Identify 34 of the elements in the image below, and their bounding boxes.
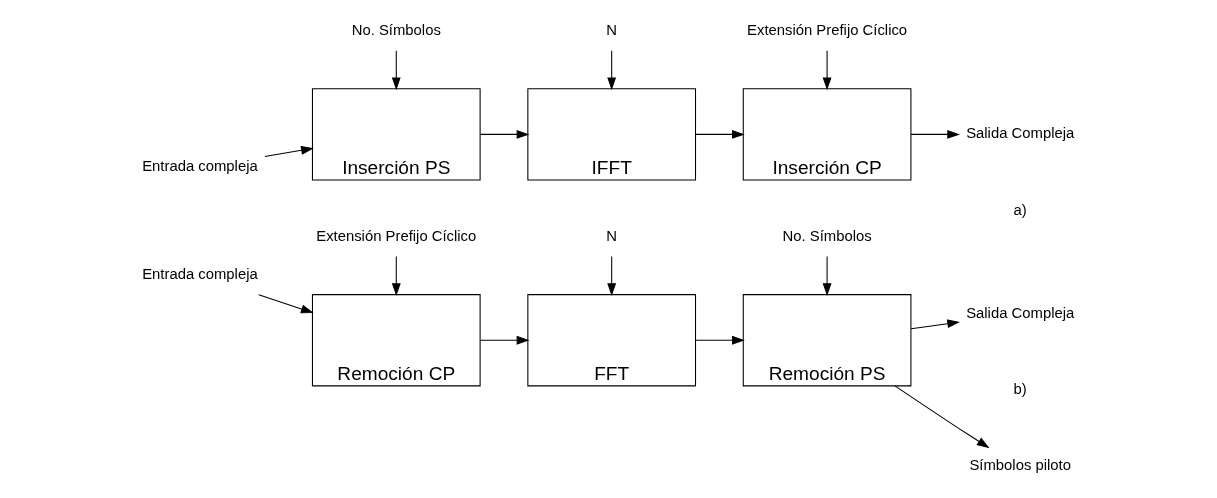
node-text: N: [606, 228, 618, 245]
node-text: Extensión Prefijo Cíclico: [316, 228, 477, 245]
arrow: [391, 256, 401, 297]
arrow: [695, 129, 745, 139]
arrow: [479, 129, 530, 139]
node-text: No. Símbolos: [351, 22, 441, 39]
node-text: N: [606, 22, 618, 39]
arrow: [910, 129, 961, 139]
arrow: [264, 145, 314, 157]
arrow: [910, 319, 960, 330]
node-text: Salida Compleja: [966, 125, 1075, 142]
arrow: [479, 335, 530, 345]
node-text: Símbolos piloto: [969, 457, 1071, 474]
node-box: Remoción CP: [311, 294, 481, 387]
node-text: Entrada compleja: [142, 158, 258, 175]
arrow: [607, 256, 617, 297]
node-box: Inserción CP: [742, 88, 912, 181]
node-box: Inserción PS: [311, 88, 481, 181]
node-box: Remoción PS: [742, 294, 912, 387]
node-box: IFFT: [527, 88, 697, 181]
label: b): [1013, 381, 1027, 398]
label: a): [1013, 201, 1027, 218]
arrow: [822, 50, 832, 91]
node-text: Salida Compleja: [966, 304, 1075, 321]
arrow: [391, 50, 401, 91]
arrow: [894, 385, 990, 449]
arrow: [822, 256, 832, 297]
node-box: FFT: [527, 294, 697, 387]
arrow: [258, 294, 314, 314]
arrow: [695, 335, 745, 345]
node-text: No. Símbolos: [782, 228, 872, 245]
node-text: Extensión Prefijo Cíclico: [747, 22, 908, 39]
arrow: [607, 50, 617, 91]
node-text: Entrada compleja: [142, 266, 258, 283]
